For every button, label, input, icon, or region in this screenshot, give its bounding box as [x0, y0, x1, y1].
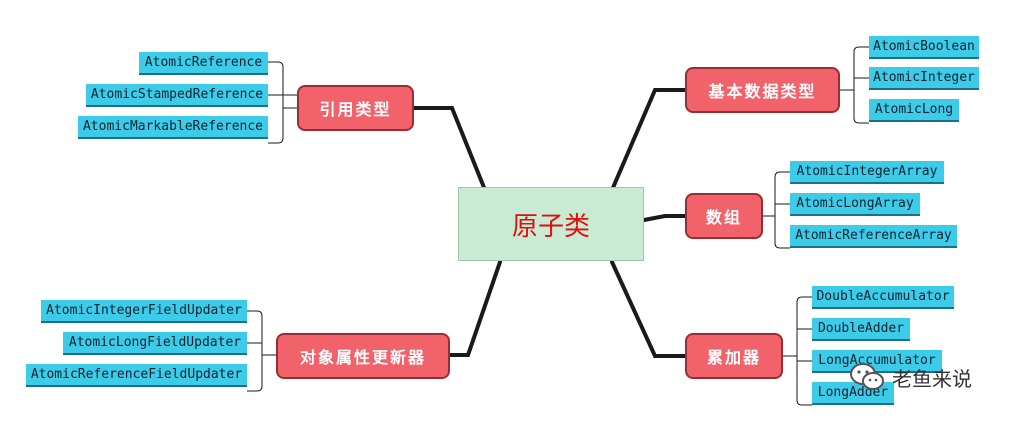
leaf-atomic-integer-array: AtomicIntegerArray — [790, 161, 944, 184]
bracket-accumulator — [783, 296, 812, 406]
leaf-atomic-stamped-reference: AtomicStampedReference — [86, 84, 268, 107]
bracket-field-updater — [247, 310, 276, 392]
trunk-array — [642, 214, 687, 222]
wechat-icon — [850, 363, 884, 390]
bracket-array — [763, 171, 790, 249]
leaf-atomic-reference-array: AtomicReferenceArray — [790, 225, 957, 248]
leaf-atomic-long-array: AtomicLongArray — [790, 193, 920, 216]
watermark: 老鱼来说 — [850, 362, 972, 392]
trunk-field-updater — [448, 260, 502, 357]
leaf-double-accumulator: DoubleAccumulator — [812, 286, 954, 309]
leaf-atomic-boolean: AtomicBoolean — [869, 36, 979, 59]
branch-primitive-types: 基本数据类型 — [685, 67, 840, 113]
branch-accumulators: 累加器 — [685, 333, 783, 379]
leaf-atomic-long-field-updater: AtomicLongFieldUpdater — [63, 332, 247, 355]
leaf-atomic-markable-reference: AtomicMarkableReference — [78, 116, 268, 139]
trunk-accumulator — [610, 260, 687, 358]
center-node-atomic-classes: 原子类 — [458, 187, 644, 261]
leaf-long-accumulator: LongAccumulator — [812, 350, 942, 373]
branch-arrays: 数组 — [685, 193, 763, 239]
bracket-reference — [268, 61, 298, 144]
leaf-atomic-integer-field-updater: AtomicIntegerFieldUpdater — [41, 300, 247, 323]
branch-field-updaters: 对象属性更新器 — [276, 333, 450, 379]
bracket-primitive — [838, 46, 869, 124]
leaf-double-adder: DoubleAdder — [812, 318, 910, 341]
trunk-primitive — [610, 88, 687, 192]
leaf-atomic-reference: AtomicReference — [139, 52, 268, 75]
trunk-reference — [410, 106, 487, 192]
branch-reference-types: 引用类型 — [297, 85, 414, 131]
leaf-atomic-long: AtomicLong — [869, 99, 959, 122]
watermark-text: 老鱼来说 — [892, 366, 972, 391]
leaf-atomic-reference-field-updater: AtomicReferenceFieldUpdater — [26, 364, 247, 387]
leaf-atomic-integer: AtomicInteger — [869, 67, 979, 90]
